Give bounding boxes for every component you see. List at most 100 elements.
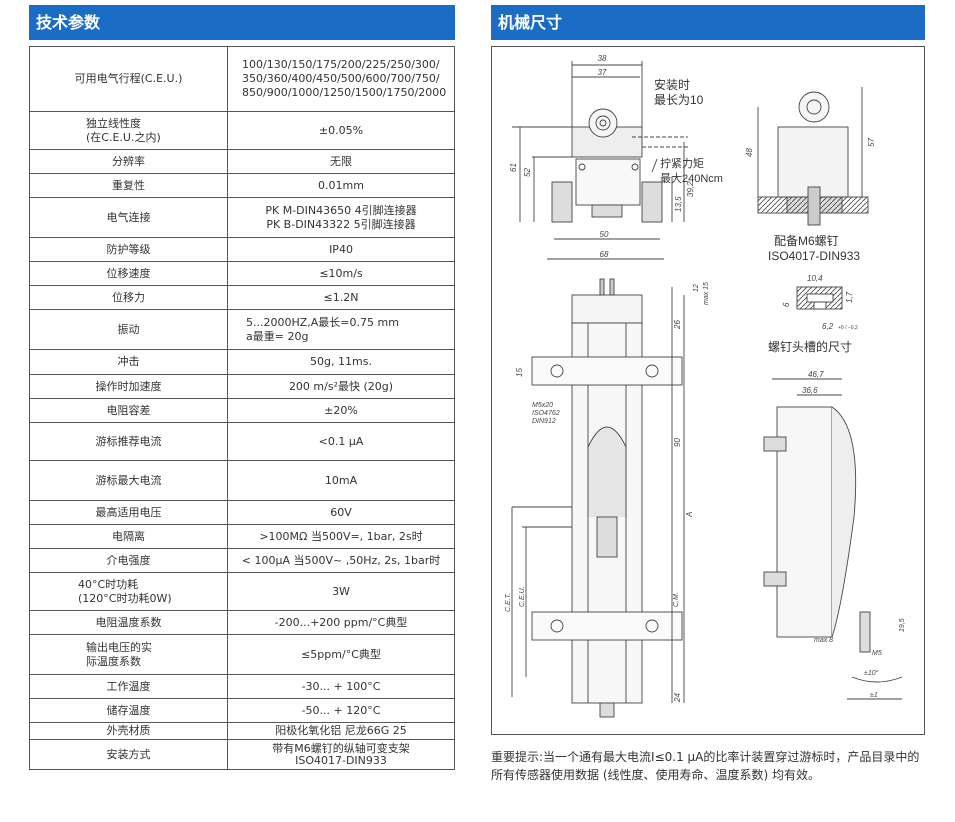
spec-value: 无限	[227, 149, 455, 174]
ceu-label: C.E.U.	[519, 586, 526, 607]
spec-value: 60V	[227, 500, 455, 525]
spec-value: PK M-DIN43650 4引脚连接器 PK B-DIN43322 5引脚连接…	[227, 197, 455, 238]
spec-label: 电阻温度系数	[29, 610, 228, 635]
dim-36-6: 36,6	[802, 386, 818, 395]
table-row: 40°C时功耗 (120°C时功耗0W) 3W	[29, 572, 455, 611]
spec-label: 输出电压的实 际温度系数	[29, 634, 228, 675]
angle-tolerance: ±10°	[864, 669, 879, 677]
dim-68: 68	[600, 250, 609, 259]
spec-value: 5...2000HZ,A最长=0.75 mm a最重= 20g	[227, 309, 455, 350]
dim-26: 26	[673, 320, 682, 330]
dim-13-5: 13,5	[674, 196, 683, 212]
spec-value: >100MΩ 当500V=, 1bar, 2s时	[227, 524, 455, 549]
dim-38: 38	[598, 54, 607, 63]
dim-39-2: 39,2	[686, 181, 695, 197]
table-row: 最高适用电压 60V	[29, 500, 455, 525]
dim-m5: M5	[872, 650, 882, 657]
dim-6-2: 6,2	[822, 322, 834, 331]
spec-label: 游标推荐电流	[29, 422, 228, 461]
m5x20-line2: ISO4762	[532, 410, 560, 417]
dim-a: A	[685, 512, 694, 518]
spec-label: 电隔离	[29, 524, 228, 549]
spec-label: 冲击	[29, 349, 228, 375]
dim-12: 12	[693, 284, 700, 292]
dim-15: 15	[515, 368, 524, 377]
table-row: 电隔离 >100MΩ 当500V=, 1bar, 2s时	[29, 524, 455, 549]
table-row: 外壳材质 阳极化氧化铝 尼龙66G 25	[29, 722, 455, 740]
spec-value: 阳极化氧化铝 尼龙66G 25	[227, 722, 455, 740]
torque-note-line1: 拧紧力矩	[660, 156, 704, 170]
table-row: 输出电压的实 际温度系数 ≤5ppm/°C典型	[29, 634, 455, 675]
m5x20-line1: M5x20	[532, 402, 553, 409]
table-row: 工作温度 -30... + 100°C	[29, 674, 455, 699]
spec-value: 100/130/150/175/200/225/250/300/ 350/360…	[227, 46, 455, 112]
spec-label: 防护等级	[29, 237, 228, 262]
table-row: 振动 5...2000HZ,A最长=0.75 mm a最重= 20g	[29, 309, 455, 350]
dim-19-5: 19,5	[899, 618, 906, 632]
slot-detail	[796, 286, 843, 310]
table-row: 可用电气行程(C.E.U.) 100/130/150/175/200/225/2…	[29, 46, 455, 112]
slot-dimension-label: 螺钉头槽的尺寸	[768, 339, 852, 354]
spec-label: 振动	[29, 309, 228, 350]
spec-label: 游标最大电流	[29, 460, 228, 501]
mechanical-drawing: 38 37 61 52 13,5 39,2 50 68 安装时 最长为10 拧紧…	[491, 46, 925, 735]
dim-24: 24	[673, 693, 682, 703]
dim-52: 52	[523, 168, 532, 177]
spec-value: -200...+200 ppm/°C典型	[227, 610, 455, 635]
technical-parameters-header: 技术参数	[29, 5, 455, 40]
cet-label: C.E.T.	[505, 593, 512, 612]
spec-label: 40°C时功耗 (120°C时功耗0W)	[29, 572, 228, 611]
spec-value: -30... + 100°C	[227, 674, 455, 699]
dim-57: 57	[867, 138, 876, 147]
spec-value: 3W	[227, 572, 455, 611]
dim-61: 61	[509, 163, 518, 172]
table-row: 操作时加速度 200 m/s²最快 (20g)	[29, 374, 455, 399]
table-row: 游标推荐电流 <0.1 μA	[29, 422, 455, 461]
dim-6: 6	[782, 302, 791, 307]
dim-90: 90	[673, 438, 682, 447]
table-row: 电气连接 PK M-DIN43650 4引脚连接器 PK B-DIN43322 …	[29, 197, 455, 238]
table-row: 位移力 ≤1.2N	[29, 285, 455, 310]
sensor-body-view	[511, 278, 685, 718]
spec-value: ≤10m/s	[227, 261, 455, 286]
section-view	[763, 378, 903, 700]
spec-label: 安装方式	[29, 739, 228, 770]
spec-value: ±0.05%	[227, 111, 455, 150]
spec-label: 电气连接	[29, 197, 228, 238]
mechanical-dimensions-header: 机械尺寸	[491, 5, 925, 40]
spec-value: 带有M6螺钉的纵轴可变支架 ISO4017-DIN933	[227, 739, 455, 770]
spec-label: 介电强度	[29, 548, 228, 573]
spec-label: 电阻容差	[29, 398, 228, 423]
technical-drawing-svg: 38 37 61 52 13,5 39,2 50 68 安装时 最长为10 拧紧…	[505, 54, 906, 718]
spec-label: 操作时加速度	[29, 374, 228, 399]
important-note: 重要提示:当一个通有最大电流I≤0.1 μA的比率计装置穿过游标时，产品目录中的…	[491, 750, 920, 782]
torque-note-line2: 最大240Ncm	[660, 171, 723, 185]
clamp-front-view	[512, 61, 688, 260]
spec-table: 可用电气行程(C.E.U.) 100/130/150/175/200/225/2…	[29, 46, 455, 770]
dim-37: 37	[598, 68, 607, 77]
table-row: 位移速度 ≤10m/s	[29, 261, 455, 286]
dim-10-4: 10,4	[807, 274, 823, 283]
table-row: 电阻温度系数 -200...+200 ppm/°C典型	[29, 610, 455, 635]
spec-label: 重复性	[29, 173, 228, 198]
spec-value: ≤1.2N	[227, 285, 455, 310]
spec-label: 可用电气行程(C.E.U.)	[29, 46, 228, 112]
table-row: 重复性 0.01mm	[29, 173, 455, 198]
spec-value: IP40	[227, 237, 455, 262]
spec-value: -50... + 120°C	[227, 698, 455, 723]
spec-label: 储存温度	[29, 698, 228, 723]
spec-value: 200 m/s²最快 (20g)	[227, 374, 455, 399]
cm-label: C.M.	[673, 592, 680, 607]
spec-label: 分辨率	[29, 149, 228, 174]
spec-label: 外壳材质	[29, 722, 228, 740]
spec-value: 10mA	[227, 460, 455, 501]
table-row: 安装方式 带有M6螺钉的纵轴可变支架 ISO4017-DIN933	[29, 739, 455, 770]
m6-screw-line1: 配备M6螺钉	[774, 234, 839, 248]
spec-label: 位移速度	[29, 261, 228, 286]
m5x20-line3: DIN912	[532, 418, 556, 425]
clamp-side-view	[757, 87, 869, 226]
dim-max15: max 15	[703, 282, 710, 305]
dim-max8: max 8	[814, 637, 833, 644]
spec-label: 独立线性度 (在C.E.U.之内)	[29, 111, 228, 150]
table-row: 冲击 50g, 11ms.	[29, 349, 455, 375]
